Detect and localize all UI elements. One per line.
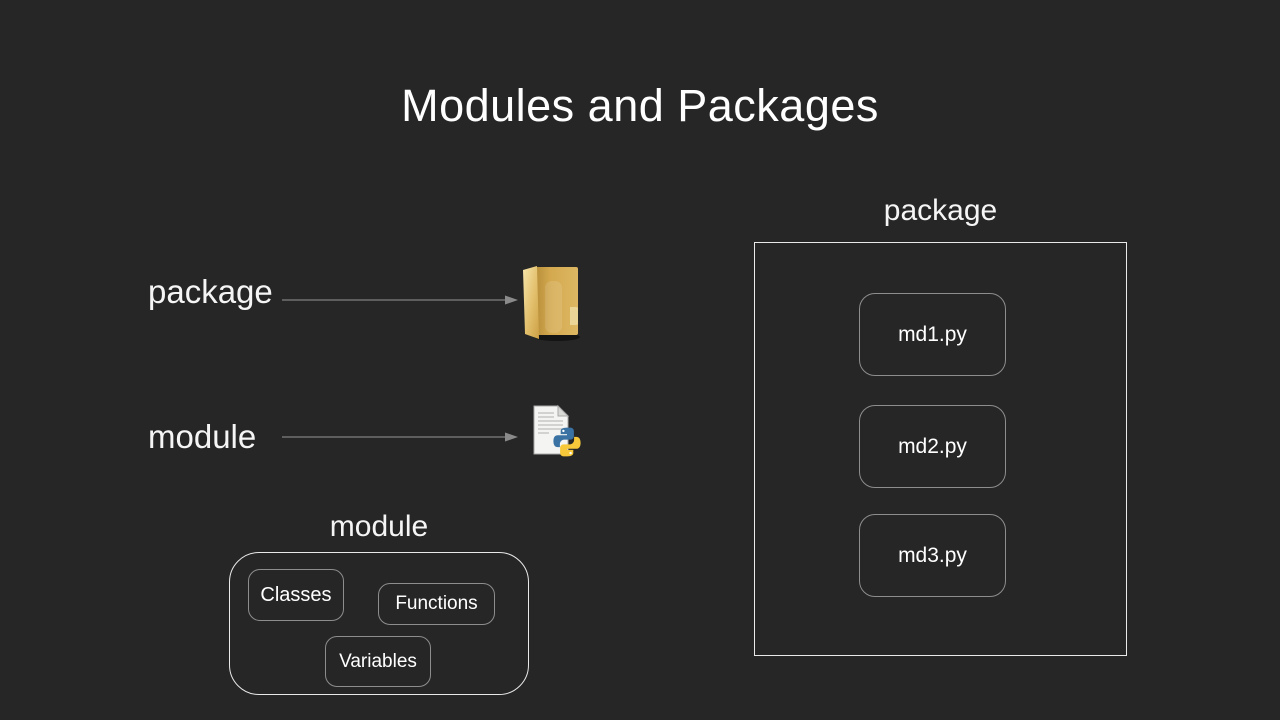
package-group-title: package	[883, 194, 998, 227]
variables-box: Variables	[325, 636, 431, 687]
python-file-icon	[533, 404, 581, 457]
package-container: md1.py md2.py md3.py	[754, 242, 1127, 656]
package-label: package	[148, 273, 273, 310]
module-file-box: md2.py	[859, 405, 1006, 488]
module-label: module	[148, 418, 257, 455]
module-file-box: md1.py	[859, 293, 1006, 376]
module-group-title: module	[329, 510, 429, 543]
arrow-package-to-folder	[282, 295, 518, 305]
slide-title: Modules and Packages	[401, 80, 879, 131]
module-container: Classes Functions Variables	[229, 552, 529, 695]
functions-box: Functions	[378, 583, 495, 625]
classes-box: Classes	[248, 569, 344, 621]
module-file-box: md3.py	[859, 514, 1006, 597]
folder-icon	[523, 266, 580, 341]
arrow-module-to-file	[282, 432, 518, 442]
